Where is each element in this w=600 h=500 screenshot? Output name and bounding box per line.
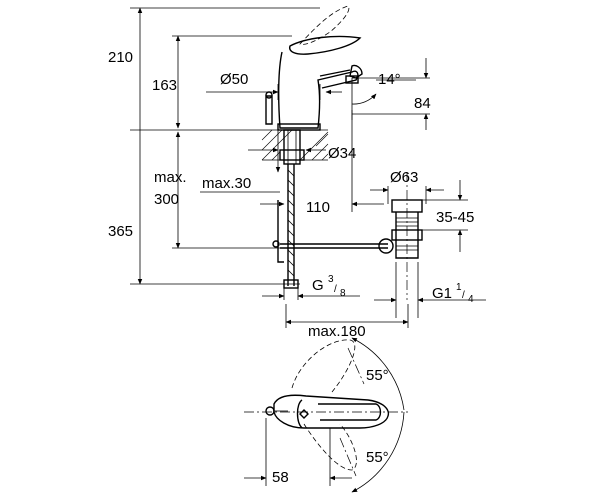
lever-open-outline bbox=[299, 5, 350, 45]
mounting-shank bbox=[283, 129, 301, 165]
label-waste-thread-num: 1 bbox=[456, 282, 462, 293]
label-supply-thread-slash: / bbox=[334, 284, 337, 295]
label-height-total: 210 bbox=[108, 49, 133, 66]
label-pop-up-offset: 110 bbox=[306, 199, 330, 216]
label-tail-length-value: 300 bbox=[154, 191, 179, 208]
label-waste-diameter: Ø63 bbox=[390, 169, 418, 186]
label-spout-projection: 84 bbox=[414, 95, 431, 112]
label-deck-thickness: max.30 bbox=[202, 175, 251, 192]
label-lever-reach: 58 bbox=[272, 469, 289, 486]
label-height-spout: 163 bbox=[152, 77, 177, 94]
label-swivel-angle-bottom: 55° bbox=[366, 449, 389, 466]
pop-up-waste bbox=[280, 172, 423, 300]
label-supply-thread-num: 3 bbox=[328, 274, 334, 285]
faucet-top-view bbox=[244, 337, 408, 493]
faucet-body bbox=[277, 51, 359, 129]
label-supply-thread-letter: G bbox=[312, 277, 324, 294]
label-waste-thread: G1 bbox=[432, 285, 452, 302]
lever-handle bbox=[289, 35, 362, 55]
swivel-outline-lower bbox=[303, 423, 357, 471]
label-supply-thread: G bbox=[312, 277, 324, 294]
label-spout-angle: 14° bbox=[378, 71, 401, 88]
pop-up-rod-top bbox=[265, 95, 273, 125]
label-total-below: 365 bbox=[108, 223, 133, 240]
swivel-outline-upper bbox=[291, 339, 356, 393]
label-deck-thickness-prefix: max. bbox=[202, 175, 235, 192]
label-diameter-rod: Ø34 bbox=[328, 145, 356, 162]
label-swivel-angle-top: 55° bbox=[366, 367, 389, 384]
faucet-side-view bbox=[265, 5, 363, 131]
countertop-section bbox=[261, 129, 329, 165]
label-waste-height: 35-45 bbox=[436, 209, 474, 226]
label-diameter-base: Ø50 bbox=[220, 71, 248, 88]
dimension-labels: 210 163 Ø50 14° 84 Ø34 max. 300 max.30 3… bbox=[108, 49, 474, 486]
label-reach: max.180 bbox=[308, 323, 366, 340]
label-tail-length: max. bbox=[154, 169, 187, 186]
top-body bbox=[273, 394, 390, 429]
label-waste-thread-den: 4 bbox=[468, 294, 474, 305]
label-waste-thread-slash: / bbox=[462, 290, 465, 301]
dimension-lines bbox=[130, 7, 486, 328]
label-tail-length-prefix: max. bbox=[154, 169, 187, 186]
label-supply-thread-den: 8 bbox=[340, 288, 346, 299]
supply-hoses bbox=[272, 164, 299, 289]
label-deck-thickness-value: 30 bbox=[235, 175, 252, 192]
